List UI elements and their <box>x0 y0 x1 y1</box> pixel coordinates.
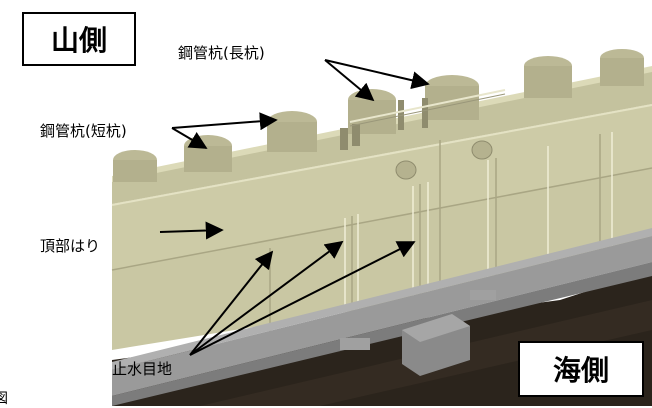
figure-caption-fragment: 図 <box>0 391 8 407</box>
leader-arrows <box>159 59 430 356</box>
base-beam <box>112 228 652 406</box>
sea-side-label: 海側 <box>518 341 644 397</box>
short-pile-label: 鋼管杭(短杭) <box>40 122 127 140</box>
top-beam-label: 頂部はり <box>40 237 101 255</box>
arrow-joint-2 <box>189 240 344 356</box>
water-stop-joint-label: 止水目地 <box>112 360 173 378</box>
mountain-side-label: 山側 <box>22 12 136 66</box>
arrow-short-pile-2 <box>171 112 278 131</box>
arrow-joint-3 <box>189 241 416 356</box>
arrow-joint-1 <box>189 250 274 356</box>
parapet-back <box>112 68 652 204</box>
long-pile-label: 鋼管杭(長杭) <box>178 44 265 62</box>
arrow-short-pile-1 <box>171 127 208 149</box>
top-beam <box>112 104 652 270</box>
arrow-long-pile-1 <box>324 59 375 102</box>
beam-caps <box>395 140 493 180</box>
arrow-long-pile-2 <box>324 59 430 90</box>
arrow-top-beam <box>159 221 224 240</box>
connector-rods <box>340 89 506 150</box>
long-pile-heads <box>348 49 644 134</box>
